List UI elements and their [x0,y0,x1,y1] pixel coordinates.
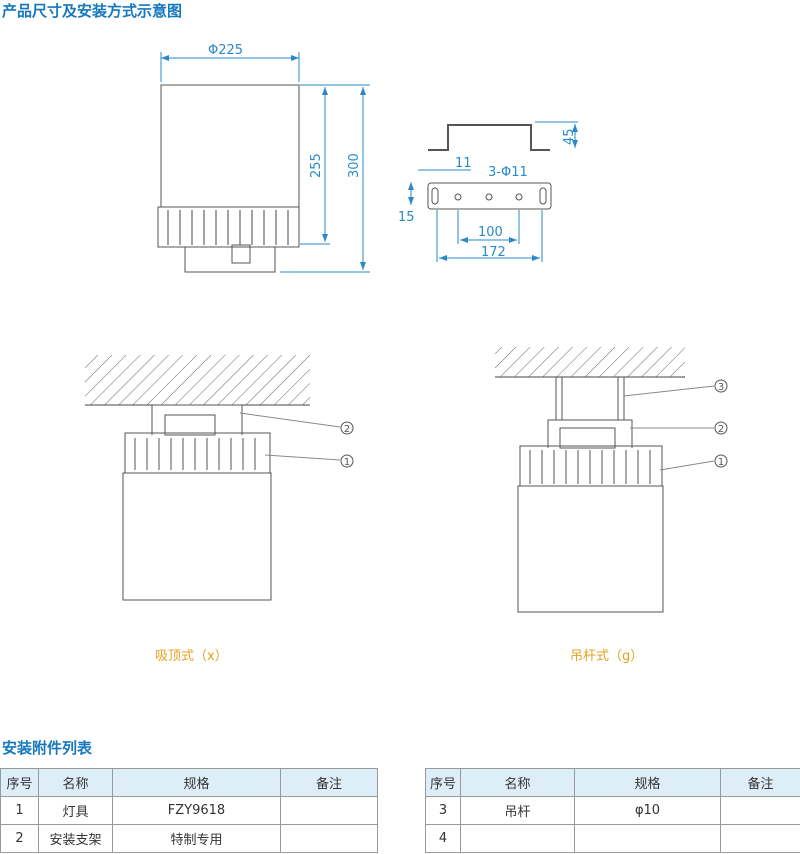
col-header: 序号 [0,768,39,797]
col-header: 规格 [112,768,281,797]
callout-1: 1 [718,457,724,468]
caption-ceiling: 吸顶式（x） [155,649,228,664]
dim-300: 300 [347,153,362,178]
col-header: 规格 [574,768,721,797]
dim-255: 255 [309,153,324,178]
col-header: 备注 [720,768,800,797]
section-title-accessories: 安装附件列表 [2,739,93,757]
col-header: 名称 [460,768,575,797]
dimension-drawings: Φ225 255 300 45 11 3-Φ11 15 100 172 2 1 … [85,43,728,613]
dim-diameter: Φ225 [208,43,243,58]
callout-2: 2 [718,424,724,435]
callout-1: 1 [344,457,350,468]
dim-11: 11 [455,156,472,171]
col-header: 序号 [425,768,461,797]
callout-3: 3 [718,382,724,393]
dim-15: 15 [398,210,415,225]
dim-172: 172 [481,245,506,260]
callout-2: 2 [344,424,350,435]
caption-pendant: 吊杆式（g） [570,649,644,664]
lamp-side-view [157,84,300,273]
table-row: 4 [425,824,800,853]
col-header: 备注 [280,768,378,797]
col-header: 名称 [38,768,113,797]
dim-holes: 3-Φ11 [488,165,528,180]
dim-100: 100 [478,225,503,240]
section-title-dimensions: 产品尺寸及安装方式示意图 [2,2,183,20]
dim-45: 45 [562,128,577,145]
